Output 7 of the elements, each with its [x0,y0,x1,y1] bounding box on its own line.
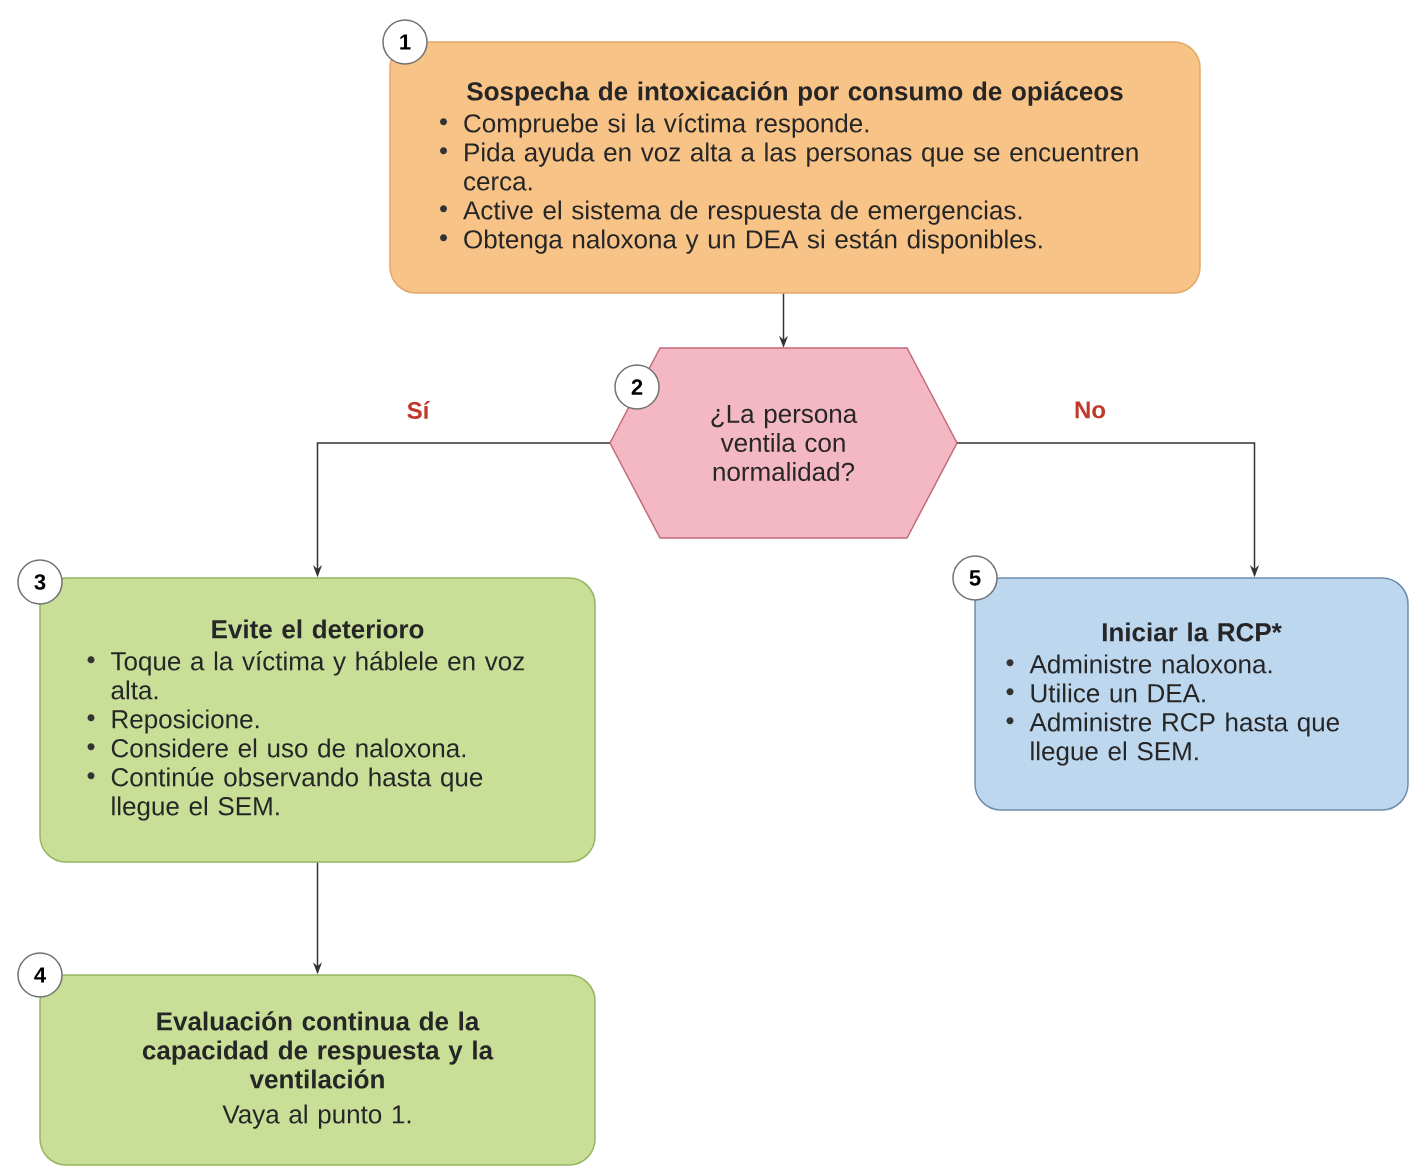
edge-label: Sí [407,401,430,419]
step-number: 3 [17,559,63,605]
step-number: 5 [952,555,998,601]
step-number: 4 [17,952,63,998]
step-number: 1 [382,19,428,65]
edge-label: No [1075,401,1106,419]
step-number: 2 [614,364,660,410]
